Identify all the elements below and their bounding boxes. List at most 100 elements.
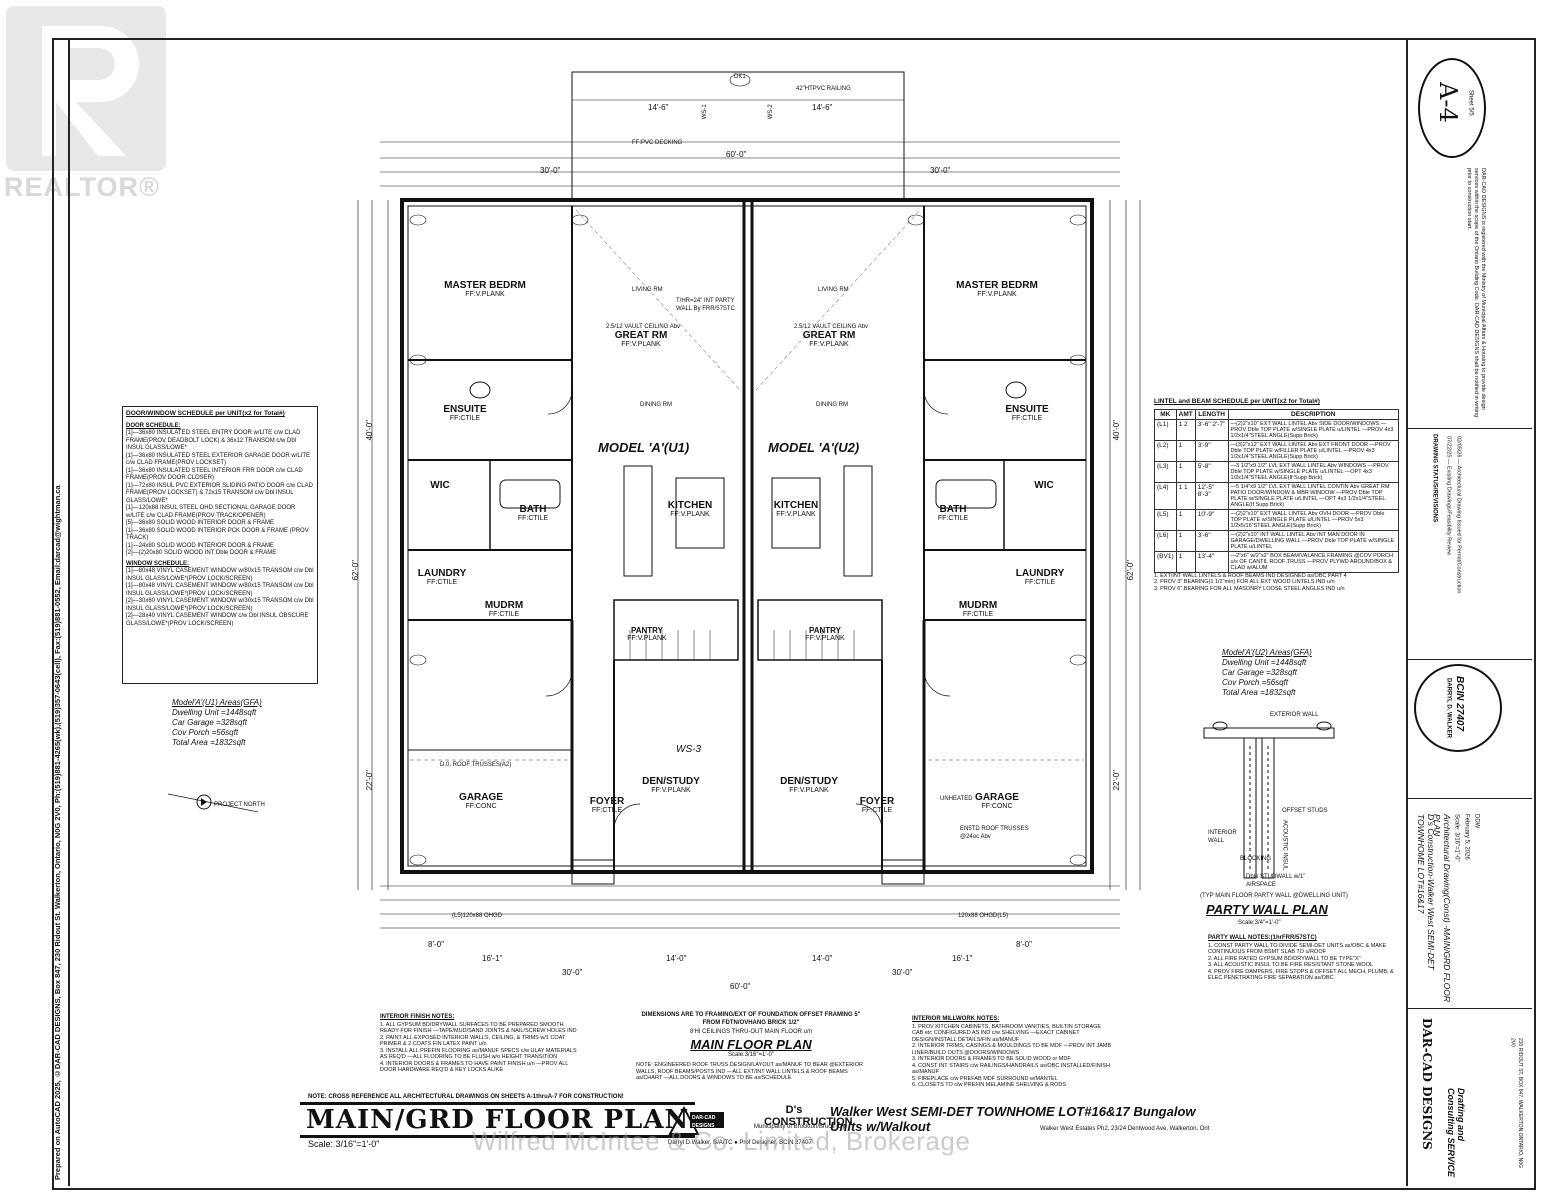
realtor-logo: REALTOR® (0, 0, 185, 210)
room-name: ENSUITE (1005, 404, 1049, 415)
col-amt: AMT (1175, 408, 1196, 420)
cell: 3'-6" 2'-7" (1194, 418, 1229, 441)
door-window-schedule: DOOR/WINDOW SCHEDULE per UNIT(x2 for Tot… (122, 406, 318, 684)
dim-right-62: 62'-0" (1126, 560, 1135, 581)
room-finish: FF:CTILE (937, 515, 969, 522)
note-dining-right: DINING RM (816, 402, 848, 408)
door-row: [1]—36x80 INSULATED STEEL ENTRY DOOR w/L… (126, 430, 301, 451)
room-great-room-left: GREAT RM FF:V.PLANK (596, 330, 686, 348)
room-name: BATH (519, 504, 547, 515)
main-floor-plan-notes: DIMENSIONS ARE TO FRAMING/EXT OF FOUNDAT… (636, 1012, 866, 1082)
areas-u2: Model'A'(U2) Areas(GFA) Dwelling Unit =1… (1222, 648, 1342, 698)
deck-outline (571, 71, 905, 201)
room-great-room-right: GREAT RM FF:V.PLANK (784, 330, 874, 348)
window-row: [2]—30x60 VINYL CASEMENT WINDOW w/30x15 … (126, 598, 314, 612)
area-row: Car Garage =328sqft (172, 718, 247, 727)
cell: (L1) (1154, 418, 1177, 441)
pw-notes-title: PARTY WALL NOTES:(1hrFRR/57STC) (1208, 935, 1317, 941)
area-row: Dwelling Unit =1448sqft (172, 708, 257, 717)
designer-seal (1414, 664, 1502, 752)
room-finish: FF:V.PLANK (465, 291, 505, 298)
project-name: D's Construction-Walker West SEMI-DET TO… (1416, 814, 1436, 970)
door-schedule-heading: DOOR SCHEDULE: (126, 422, 181, 429)
lintel-table: MK AMT LENGTH DESCRIPTION (L1) 1 2 3'-6"… (1154, 408, 1400, 573)
table-row: (L3) 1 5'-8" —3 1/2"x9 1/2" LVL EXT WALL… (1154, 460, 1400, 483)
room-foyer-left: FOYER FF:CTILE (582, 796, 632, 814)
room-name: GREAT RM (614, 330, 668, 341)
cell: (L2) (1154, 439, 1177, 462)
tb-scale: Scale: 3/16"=1'-0" (1453, 814, 1460, 862)
room-finish: FF:V.PLANK (651, 787, 691, 794)
finish-notes-title: INTERIOR FINISH NOTES: (380, 1014, 455, 1020)
table-row: (L1) 1 2 3'-6" 2'-7" —(2)2"x10" EXT WALL… (1154, 418, 1400, 441)
note-unheated: UNHEATED (940, 796, 973, 802)
dim-bottom-30-right: 30'-0" (892, 968, 913, 977)
cell: —(2)2"x10" EXT WALL LINTEL Abv SIDE DOOR… (1227, 418, 1400, 441)
note-garage-trusses-right: EN5TD ROOF TRUSSES @24oc Abv (960, 826, 1029, 840)
table-row: (L2) 1 3'-9" —(3)2"x12" EXT WALL LINTEL … (1154, 439, 1400, 462)
project-address: Walker West Estates Ph2, 23/24 Dentwood … (1040, 1126, 1210, 1132)
decking-note-left: FF:PVC DECKING (632, 140, 683, 146)
door-row: [1]—72x80 INSUL PVC EXTERIOR SLIDING PAT… (126, 482, 313, 504)
tb-date: February 5, 2026 (1463, 814, 1470, 860)
lintel-footnote: 2. PROV 3" BEARING(1 1/2"min) FOR ALL EX… (1154, 579, 1335, 585)
interior-millwork-notes: INTERIOR MILLWORK NOTES: 1. PROV KITCHEN… (912, 1016, 1112, 1089)
door-row: [1]—36x80 SOLID WOOD INTERIOR PCK DOOR &… (126, 527, 309, 542)
room-bath-left: BATH FF:CTILE (508, 504, 558, 522)
pw-label-offset: OFFSET STUDS (1282, 808, 1328, 814)
area-row: Cov Porch =56sqft (172, 728, 239, 737)
finish-note: 2. PAINT ALL EXPOSED INTERIOR WALLS, CEI… (380, 1034, 566, 1048)
door-row: [1]—120x88 INSUL STEEL OHD SECTIONAL GAR… (126, 505, 296, 519)
pw-label-exterior: EXTERIOR WALL (1270, 712, 1319, 718)
railing-note: 42"HTPVC RAILING (796, 86, 851, 92)
note-party-wall: T/HR=24" INT PARTY WALL By FRR/57STC (676, 298, 735, 312)
cell: 12'-5" 8'-3" (1194, 481, 1229, 510)
party-wall-title: PARTY WALL PLAN (1206, 902, 1328, 917)
firm-subtitle: Drafting and Consulting SERVICE (1446, 1088, 1466, 1178)
main-floor-plan-title: MAIN FLOOR PLAN (690, 1036, 812, 1052)
lintel-schedule: LINTEL and BEAM SCHEDULE per UNIT(x2 for… (1154, 398, 1400, 592)
room-den-right: DEN/STUDY FF:V.PLANK (774, 776, 844, 794)
interior-finish-notes: INTERIOR FINISH NOTES: 1. ALL GYPSUM BD/… (380, 1014, 580, 1074)
window-schedule-heading: WINDOW SCHEDULE: (126, 560, 189, 567)
room-garage-right: GARAGE FF:CONC (962, 792, 1032, 810)
pw-label-blocking: BLOCKING (1240, 856, 1272, 862)
dims-note: DIMENSIONS ARE TO FRAMING/EXT OF FOUNDAT… (641, 1012, 861, 1026)
dim-bottom-30-left: 30'-0" (562, 968, 583, 977)
dim-top-right-half: 30'-0" (930, 166, 951, 175)
cell: —2"x6" w/2"x2" BOX BEAM/VALANCE FRAMING … (1227, 550, 1400, 573)
pw-note: 4. PROV FIRE DAMPERS, FIRE STOPS & OFFSE… (1208, 968, 1394, 982)
dim-left-40: 40'-0" (365, 420, 374, 441)
room-den-left: DEN/STUDY FF:V.PLANK (636, 776, 706, 794)
cell: 3'-9" (1194, 439, 1229, 462)
cell: 1 (1175, 508, 1196, 531)
revision-row: 02/05/26 — Architectural Drawing Issued … (1455, 436, 1462, 594)
room-name: LAUNDRY (1015, 568, 1065, 579)
cell: (L3) (1154, 460, 1177, 483)
area-row: Total Area =1832sqft (1222, 688, 1296, 697)
pw-note: 2. ALL FIRE RATED GYPSUM BD/DRYWALL TO B… (1208, 955, 1361, 962)
cell: 1 1 (1175, 481, 1196, 510)
municipality-label: Municipality of Brockton/Bruce Cty (754, 1124, 846, 1130)
dar-cad-logo-icon (668, 1105, 724, 1135)
project-description: Walker West SEMI-DET TOWNHOME LOT#16&17 … (830, 1104, 1196, 1134)
millwork-note: 6. CLOSETS TO c/w PREFIN MELAMINE SHELVI… (912, 1082, 1067, 1088)
window-row: [1]—80x48 VINYL CASEMENT WINDOW w/80x15 … (126, 583, 314, 597)
cell: 1 (1175, 439, 1196, 462)
revisions-title: DRAWING STATUS/REVISIONS (1431, 434, 1438, 523)
areas-u1: Model'A'(U1) Areas(GFA) Dwelling Unit =1… (172, 698, 292, 748)
area-row: Total Area =1832sqft (172, 738, 246, 747)
table-row: (BV1) 1 13'-4" —2"x6" w/2"x2" BOX BEAM/V… (1154, 550, 1400, 573)
dim-bottom-14-right: 14'-0" (812, 954, 833, 963)
room-foyer-right: FOYER FF:CTILE (852, 796, 902, 814)
dim-left-22: 22'-0" (365, 770, 374, 791)
title-block: A-4 Sheet 5/5 DAR-CAD DESIGNS is registe… (1406, 38, 1534, 1186)
tag-ws3: WS-3 (676, 744, 701, 755)
schedule-title: DOOR/WINDOW SCHEDULE per UNIT(x2 for Tot… (126, 410, 285, 417)
pw-label-acoustic: ACOUSTIC INSUL (1281, 820, 1288, 871)
room-wic-right: WIC (1024, 480, 1064, 491)
door-row: [2]—(2)20x80 SOLID WOOD INT Dble DOOR & … (126, 550, 277, 556)
note-vault-left: 2.5/12 VAULT CEILING Abv (606, 324, 681, 330)
room-finish: FF:CTILE (488, 611, 520, 618)
dar-cad-logo: DAR-CAD DESIGNS (668, 1104, 726, 1136)
